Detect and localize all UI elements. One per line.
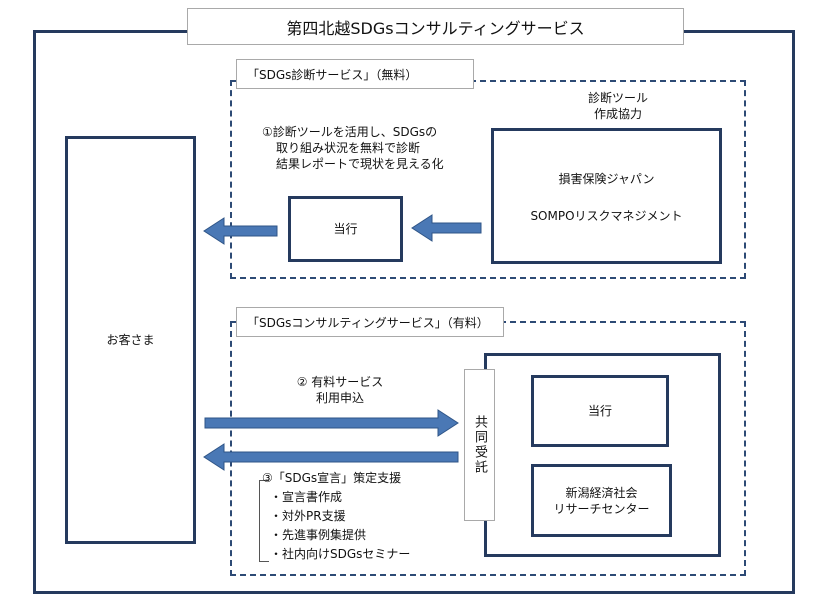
customer-box: お客さま <box>65 136 196 544</box>
step2-text: ② 有料サービス 利用申込 <box>270 374 410 406</box>
step2-line: 利用申込 <box>315 391 364 405</box>
step1-line: ①診断ツールを活用し、SDGsの <box>262 125 438 139</box>
research-line: リサーチセンター <box>553 501 650 516</box>
page-title-text: 第四北越SDGsコンサルティングサービス <box>286 18 585 38</box>
step1-text: ①診断ツールを活用し、SDGsの 取り組み状況を無料で診断 結果レポートで現状を… <box>262 124 462 172</box>
consulting-section-label-text: 「SDGsコンサルティングサービス」（有料） <box>247 315 489 330</box>
tool-note: 診断ツール 作成協力 <box>563 90 673 122</box>
step3-item: ・社内向けSDGsセミナー <box>270 547 411 561</box>
tool-note-line: 診断ツール <box>587 91 648 105</box>
step2-line: ② 有料サービス <box>296 375 384 389</box>
step1-line: 取り組み状況を無料で診断 <box>276 141 421 155</box>
bank-box-top: 当行 <box>288 196 403 262</box>
step3-bracket <box>259 480 269 562</box>
bank-label: 当行 <box>333 222 358 236</box>
partner-line: 損害保険ジャパン <box>558 172 655 186</box>
customer-label: お客さま <box>106 333 155 347</box>
step3-item: ・宣言書作成 <box>270 490 343 504</box>
partner-box: 損害保険ジャパン SOMPOリスクマネジメント <box>491 128 722 264</box>
diagnosis-section-label: 「SDGs診断サービス」（無料） <box>236 59 474 89</box>
diagnosis-section-label-text: 「SDGs診断サービス」（無料） <box>247 67 418 82</box>
bank-box-bottom: 当行 <box>531 375 669 447</box>
joint-label: 共同受託 <box>472 415 487 475</box>
partner-line: SOMPOリスクマネジメント <box>530 209 683 223</box>
step3-item: ・対外PR支援 <box>270 509 346 523</box>
bank-label: 当行 <box>587 404 612 418</box>
consulting-section-label: 「SDGsコンサルティングサービス」（有料） <box>236 307 504 337</box>
step1-line: 結果レポートで現状を見える化 <box>276 157 444 171</box>
step3-heading: ③「SDGs宣言」策定支援 <box>262 471 402 485</box>
research-line: 新潟経済社会 <box>565 485 638 500</box>
page-title: 第四北越SDGsコンサルティングサービス <box>187 8 684 45</box>
tool-note-line: 作成協力 <box>593 107 642 121</box>
research-center-box: 新潟経済社会 リサーチセンター <box>531 464 672 537</box>
step3-item: ・先進事例集提供 <box>270 528 367 542</box>
step3-text: ③「SDGs宣言」策定支援 ・宣言書作成 ・対外PR支援 ・先進事例集提供 ・社… <box>262 469 462 564</box>
diagnosis-section <box>230 80 746 279</box>
joint-label-box: 共同受託 <box>464 369 495 521</box>
